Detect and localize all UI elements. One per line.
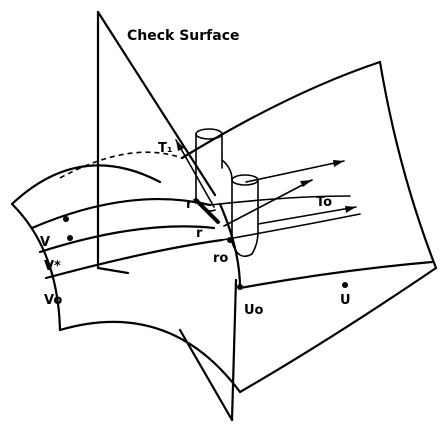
- point-uo: [237, 284, 243, 290]
- check-surface-plane: [96, 10, 238, 422]
- u-curve: [238, 260, 434, 290]
- point-v: [63, 216, 69, 222]
- iso-curves: [30, 195, 434, 290]
- drive-surface: [10, 60, 438, 394]
- middle-arrow: [257, 206, 357, 225]
- ro-label: ro: [213, 251, 228, 266]
- t1-label: T₁: [158, 141, 173, 156]
- check-surface-label: Check Surface: [127, 28, 240, 44]
- point-u: [342, 282, 348, 288]
- uo-curve: [218, 202, 242, 290]
- u-label: U: [340, 293, 351, 308]
- cutter-lower: [231, 179, 259, 258]
- r-label: r: [196, 226, 203, 241]
- v-curve: [30, 198, 212, 230]
- to-vector: [223, 179, 313, 227]
- to-label: To: [316, 195, 332, 210]
- vo-extension: [221, 213, 361, 241]
- v-label: V: [40, 235, 50, 250]
- uo-label: Uo: [244, 303, 264, 318]
- tangent-vectors: [175, 139, 357, 227]
- t1-vector: [175, 139, 215, 208]
- r-star-label: r*: [186, 197, 199, 212]
- v-star-curve: [38, 225, 216, 254]
- contact-points: [63, 216, 348, 290]
- point-v-star: [67, 235, 73, 241]
- v-extension: [209, 195, 351, 206]
- contact-segment: [194, 198, 220, 224]
- vo-label: Vo: [44, 293, 62, 308]
- vo-curve: [44, 238, 224, 280]
- v-star-label: V*: [44, 259, 61, 274]
- labels: Check Surface T₁ To r* r ro V V* Vo Uo U: [40, 28, 351, 318]
- upper-arrow: [245, 160, 345, 183]
